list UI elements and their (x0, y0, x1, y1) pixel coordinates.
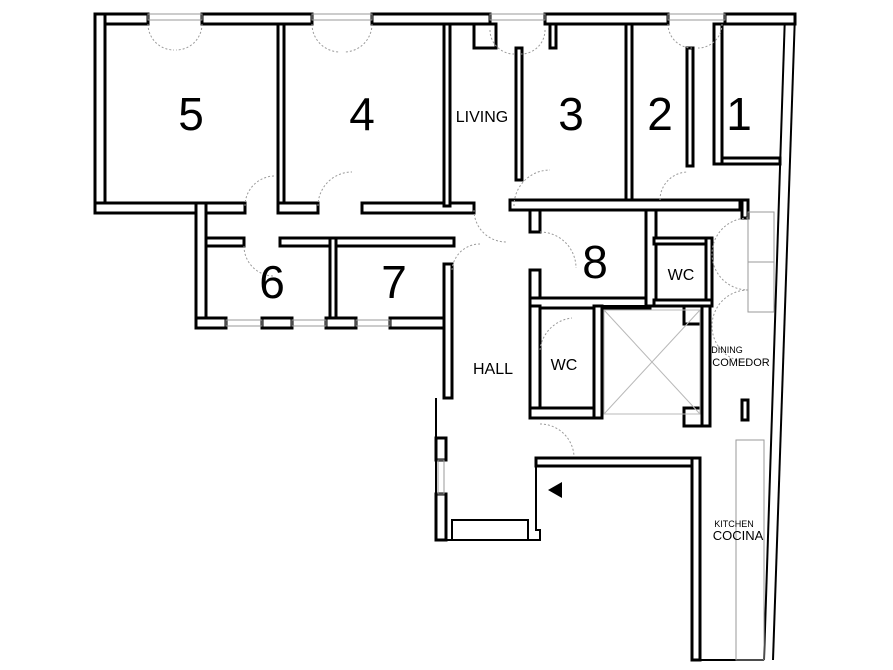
comedor-label: COMEDOR (712, 357, 770, 369)
room-4-label: 4 (349, 88, 375, 140)
room-5-label: 5 (178, 88, 204, 140)
living-label: LIVING (456, 109, 508, 126)
entrance-arrow-icon (548, 482, 562, 498)
room-7-label: 7 (381, 256, 407, 308)
room-labels: 5 4 LIVING 3 2 1 6 7 8 WC HALL WC DINING… (178, 88, 770, 543)
cocina-label: COCINA (713, 528, 764, 543)
dining-label: DINING (711, 345, 743, 355)
room-6-label: 6 (259, 256, 285, 308)
hall-label: HALL (473, 361, 513, 378)
wall-bands (93, 12, 797, 662)
room-1-label: 1 (726, 88, 752, 140)
wc-lower-label: WC (551, 357, 578, 374)
room-8-label: 8 (582, 236, 608, 288)
wc-upper-label: WC (668, 267, 695, 284)
room-2-label: 2 (647, 88, 673, 140)
kitchen-label: KITCHEN (714, 519, 754, 529)
room-3-label: 3 (558, 88, 584, 140)
doors (147, 23, 749, 457)
windows (147, 13, 775, 661)
lift-shaft (600, 305, 701, 415)
